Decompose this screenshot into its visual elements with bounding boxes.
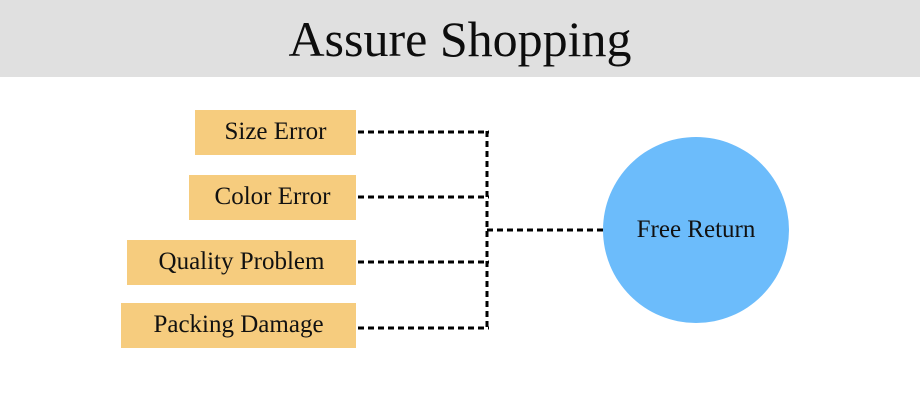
cause-label: Quality Problem: [158, 248, 325, 275]
cause-box-color-error[interactable]: Color Error: [189, 175, 356, 220]
connector-lines: [358, 130, 607, 330]
cause-label: Packing Damage: [153, 311, 324, 338]
cause-label: Color Error: [214, 183, 331, 210]
diagram-body: Size Error Color Error Quality Problem P…: [0, 77, 920, 400]
header-band: Assure Shopping: [0, 0, 920, 77]
cause-box-packing-damage[interactable]: Packing Damage: [121, 303, 356, 348]
cause-box-size-error[interactable]: Size Error: [195, 110, 356, 155]
result-circle-free-return[interactable]: Free Return: [603, 137, 789, 323]
page-title: Assure Shopping: [288, 10, 632, 67]
result-label: Free Return: [636, 215, 756, 243]
cause-box-quality-problem[interactable]: Quality Problem: [127, 240, 356, 285]
cause-label: Size Error: [224, 118, 327, 145]
